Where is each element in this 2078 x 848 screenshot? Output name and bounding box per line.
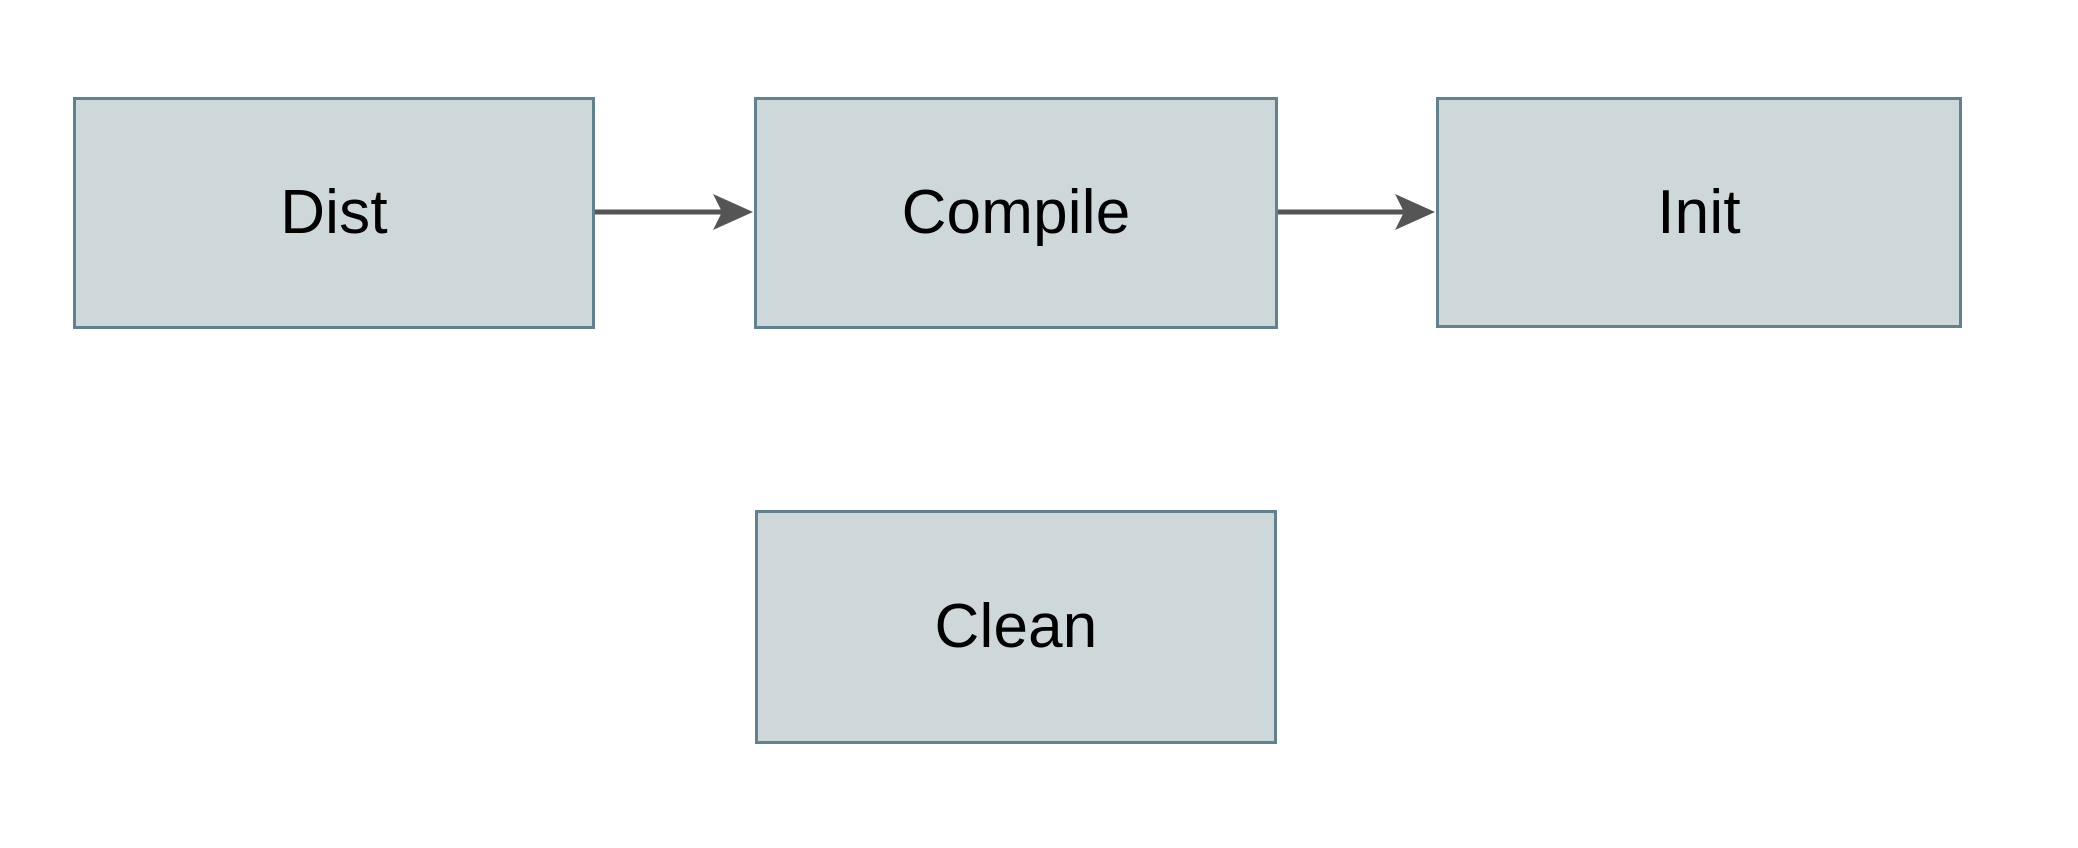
node-clean[interactable]: Clean: [755, 510, 1277, 744]
node-init-label: Init: [1657, 177, 1741, 247]
node-dist[interactable]: Dist: [73, 97, 595, 329]
edge-dist-to-compile[interactable]: [595, 188, 755, 236]
edge-compile-to-init[interactable]: [1278, 188, 1437, 236]
node-clean-label: Clean: [934, 592, 1098, 661]
node-compile-label: Compile: [901, 178, 1131, 247]
node-dist-label: Dist: [280, 178, 388, 247]
node-init[interactable]: Init: [1436, 97, 1962, 328]
node-compile[interactable]: Compile: [754, 97, 1278, 329]
